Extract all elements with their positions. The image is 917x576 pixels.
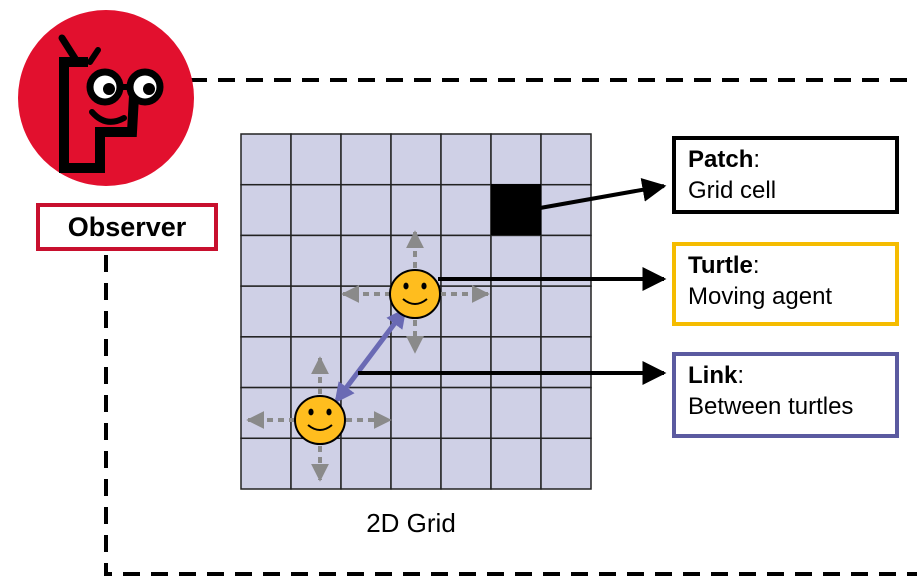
patch-cell — [491, 184, 541, 235]
grid-cell — [390, 183, 442, 237]
link-colon: : — [737, 362, 745, 389]
observer-icon — [18, 10, 194, 186]
grid-cell — [540, 133, 592, 186]
grid-cell — [390, 133, 442, 186]
grid-cell — [240, 183, 292, 237]
grid-cell — [440, 183, 492, 237]
turtle-callout: Turtle: Moving agent — [672, 242, 899, 326]
patch-title: Patch — [688, 146, 754, 173]
grid-cell — [290, 336, 342, 389]
grid-cell — [240, 437, 292, 490]
grid-cell — [240, 234, 292, 287]
grid-cell — [240, 386, 292, 440]
grid-cell — [340, 386, 392, 440]
grid-cell — [440, 437, 492, 490]
grid-cell — [540, 336, 592, 389]
patch-callout: Patch: Grid cell — [672, 136, 899, 214]
turtle-description: Moving agent — [688, 283, 833, 310]
grid-cell — [440, 133, 492, 186]
grid-cell — [290, 183, 342, 237]
grid-cell — [290, 285, 342, 338]
2d-grid — [240, 133, 592, 490]
link-title: Link — [688, 362, 738, 389]
grid-cell — [240, 336, 292, 389]
grid-cell — [290, 437, 342, 490]
patch-colon: : — [753, 146, 761, 173]
turtle-1 — [389, 269, 441, 319]
link-description: Between turtles — [688, 393, 854, 420]
patch-description: Grid cell — [688, 177, 777, 204]
turtle-title: Turtle — [688, 252, 753, 279]
grid-cell — [240, 133, 292, 186]
grid-cell — [340, 183, 392, 237]
grid-cell — [540, 386, 592, 440]
grid-cell — [340, 133, 392, 186]
grid-cell — [340, 234, 392, 287]
grid-cell — [290, 133, 342, 186]
grid-cell — [490, 285, 542, 338]
grid-cell — [340, 437, 392, 490]
grid-cell — [540, 437, 592, 490]
patch-pointer-arrow — [539, 177, 667, 210]
grid-cell — [490, 336, 542, 389]
grid-caption: 2D Grid — [366, 508, 456, 538]
grid-cell — [440, 336, 492, 389]
grid-cell — [490, 133, 542, 186]
grid-cell — [440, 386, 492, 440]
turtle-colon: : — [752, 252, 760, 279]
observer-label: Observer — [36, 203, 218, 251]
grid-cell — [240, 285, 292, 338]
turtle-2-move-arrows — [246, 356, 392, 482]
grid-cell — [390, 437, 442, 490]
turtle-2 — [294, 395, 346, 445]
link-arrow — [334, 307, 407, 404]
link-callout: Link: Between turtles — [672, 352, 899, 438]
grid-cell — [390, 386, 442, 440]
grid-cell — [490, 437, 542, 490]
observer-boundary — [104, 78, 917, 576]
grid-cell — [540, 285, 592, 338]
grid-cell — [290, 234, 342, 287]
grid-cell — [540, 183, 592, 237]
turtle-1-move-arrows — [341, 230, 490, 354]
grid-cell — [490, 386, 542, 440]
